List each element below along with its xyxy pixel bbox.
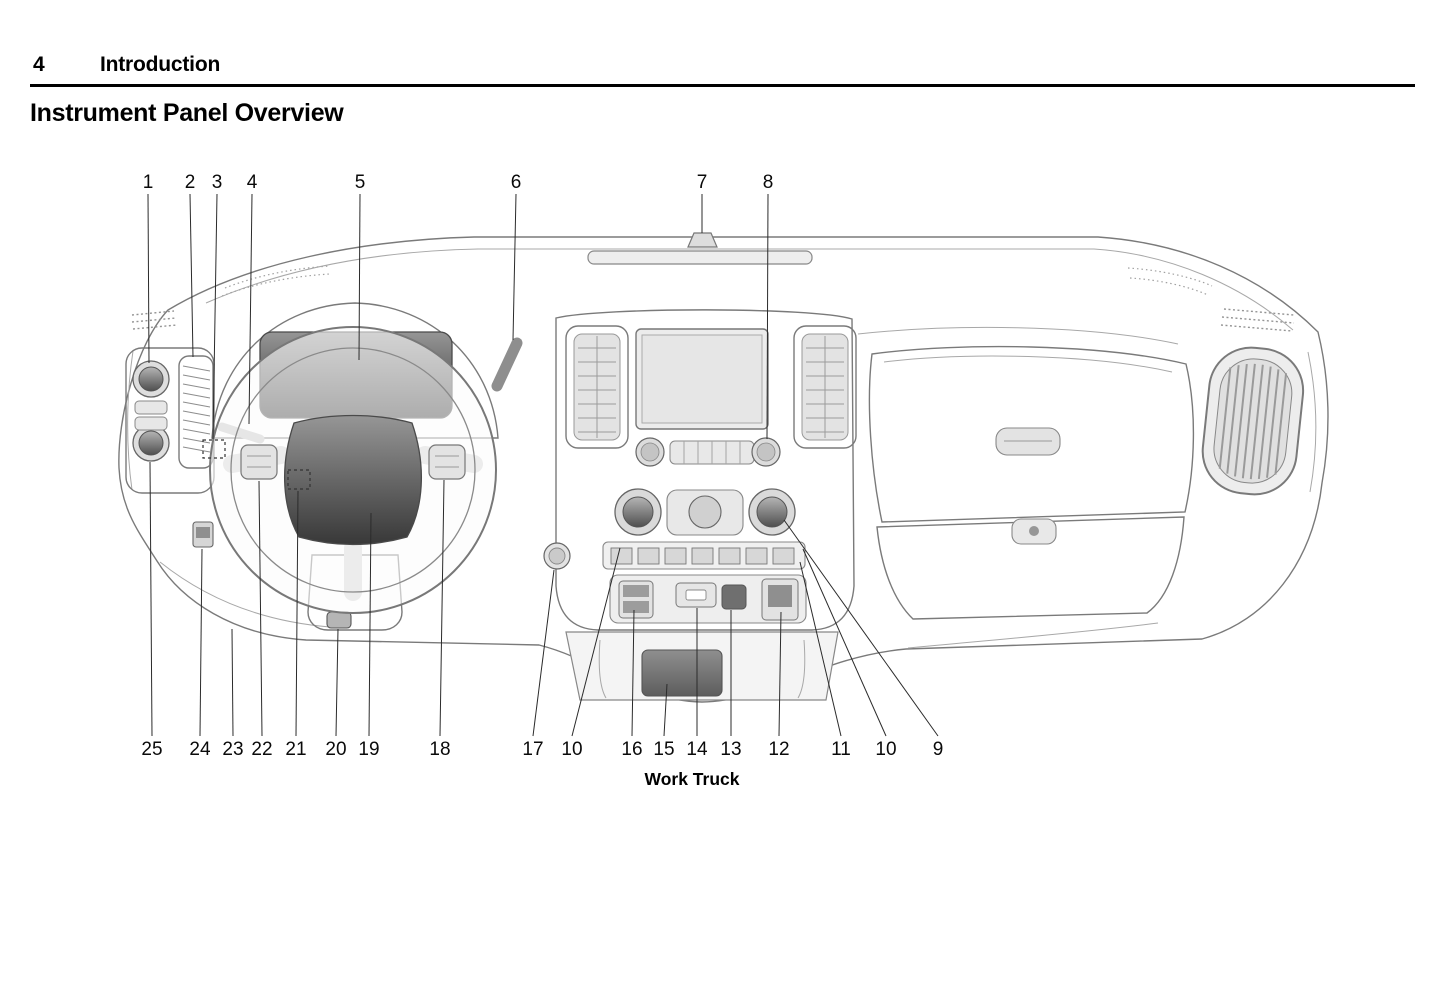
passenger-side bbox=[857, 326, 1317, 620]
callout-leader-1 bbox=[147, 193, 150, 364]
callout-label-13: 13 bbox=[720, 739, 741, 760]
callout-label-10: 10 bbox=[561, 739, 582, 760]
power-outlet-panel bbox=[761, 578, 799, 621]
keyless-outlet bbox=[543, 542, 571, 570]
callout-label-10: 10 bbox=[875, 739, 896, 760]
lower-glove-box-latch bbox=[1011, 518, 1057, 545]
callout-leader-2 bbox=[189, 193, 194, 358]
callout-leader-19 bbox=[368, 512, 372, 737]
airbag-pad bbox=[284, 414, 422, 546]
callout-leader-22 bbox=[258, 480, 263, 737]
left-speaker-grille-icon bbox=[131, 310, 178, 330]
callout-leader-5 bbox=[358, 193, 361, 361]
callout-label-2: 2 bbox=[185, 172, 196, 193]
callout-21-region bbox=[287, 469, 311, 490]
callout-label-1: 1 bbox=[143, 172, 154, 193]
callout-label-23: 23 bbox=[222, 739, 243, 760]
callout-leader-23 bbox=[231, 628, 234, 737]
callout-leader-15 bbox=[663, 683, 668, 737]
console-storage bbox=[641, 649, 723, 697]
page-title: Instrument Panel Overview bbox=[30, 99, 344, 127]
callout-leader-10 bbox=[802, 548, 887, 737]
callout-label-16: 16 bbox=[621, 739, 642, 760]
center-right-vent bbox=[793, 325, 857, 449]
callout-label-12: 12 bbox=[768, 739, 789, 760]
callout-label-14: 14 bbox=[686, 739, 708, 760]
callout-label-11: 11 bbox=[831, 739, 851, 760]
dashboard-body bbox=[118, 232, 1329, 703]
callout-leader-9 bbox=[783, 519, 939, 737]
header-rule bbox=[30, 84, 1415, 87]
callout-label-19: 19 bbox=[358, 739, 379, 760]
callout-leader-25 bbox=[149, 461, 153, 737]
right-steering-controls bbox=[428, 444, 466, 480]
dash-top-sensor bbox=[687, 232, 718, 248]
climate-controls bbox=[614, 488, 796, 536]
right-speaker-grille-icon bbox=[1220, 308, 1295, 332]
hood-release-latch bbox=[326, 611, 352, 629]
left-air-vent bbox=[178, 355, 214, 469]
center-stack bbox=[543, 309, 857, 701]
callout-leader-8 bbox=[766, 193, 769, 440]
center-console bbox=[565, 631, 839, 701]
audio-control-row bbox=[635, 437, 781, 467]
callout-leader-3 bbox=[212, 193, 218, 440]
callout-leader-16 bbox=[631, 609, 635, 737]
callout-leader-21 bbox=[295, 490, 299, 737]
callout-label-7: 7 bbox=[697, 172, 708, 193]
callout-label-15: 15 bbox=[653, 739, 674, 760]
callout-label-8: 8 bbox=[763, 172, 774, 193]
callout-label-17: 17 bbox=[522, 739, 543, 760]
section-title: Introduction bbox=[100, 53, 221, 76]
callout-leader-11 bbox=[799, 561, 842, 737]
left-control-cluster bbox=[125, 347, 215, 548]
callout-leader-18 bbox=[439, 479, 445, 737]
switch-strip bbox=[602, 541, 806, 570]
callout-label-4: 4 bbox=[247, 172, 258, 193]
callout-leader-20 bbox=[335, 628, 339, 737]
upper-glove-box-latch bbox=[995, 427, 1061, 456]
right-air-vent bbox=[1201, 346, 1305, 496]
lower-accessory-panel bbox=[609, 574, 807, 624]
callout-label-9: 9 bbox=[933, 739, 944, 760]
callout-leader-10 bbox=[571, 547, 621, 737]
steering-assembly bbox=[202, 302, 523, 631]
callout-3-region bbox=[202, 439, 226, 459]
callout-label-21: 21 bbox=[285, 739, 306, 760]
usb-ports bbox=[675, 582, 717, 608]
callout-leader-4 bbox=[248, 193, 253, 425]
left-steering-controls bbox=[240, 444, 278, 480]
upper-glove-box bbox=[868, 345, 1195, 523]
callout-leader-24 bbox=[199, 548, 203, 737]
callout-label-5: 5 bbox=[355, 172, 366, 193]
callout-label-20: 20 bbox=[325, 739, 346, 760]
column-shift-lever bbox=[491, 337, 523, 392]
callout-label-25: 25 bbox=[141, 739, 162, 760]
callout-label-18: 18 bbox=[429, 739, 450, 760]
callout-label-22: 22 bbox=[251, 739, 272, 760]
callout-label-3: 3 bbox=[212, 172, 223, 193]
left-dash-switch bbox=[192, 521, 214, 548]
page-number: 4 bbox=[33, 53, 45, 76]
callout-leader-6 bbox=[512, 193, 517, 341]
callout-leader-12 bbox=[778, 611, 782, 737]
center-left-vent bbox=[565, 325, 629, 449]
aux-button bbox=[721, 584, 747, 610]
lower-glove-box bbox=[876, 516, 1185, 620]
callout-leader-17 bbox=[532, 569, 555, 737]
trailer-brake-switches bbox=[618, 580, 654, 619]
callout-label-6: 6 bbox=[511, 172, 522, 193]
infotainment-screen bbox=[635, 328, 769, 430]
defroster-vent bbox=[587, 250, 813, 265]
figure-caption: Work Truck bbox=[644, 769, 740, 789]
callout-label-24: 24 bbox=[189, 739, 211, 760]
